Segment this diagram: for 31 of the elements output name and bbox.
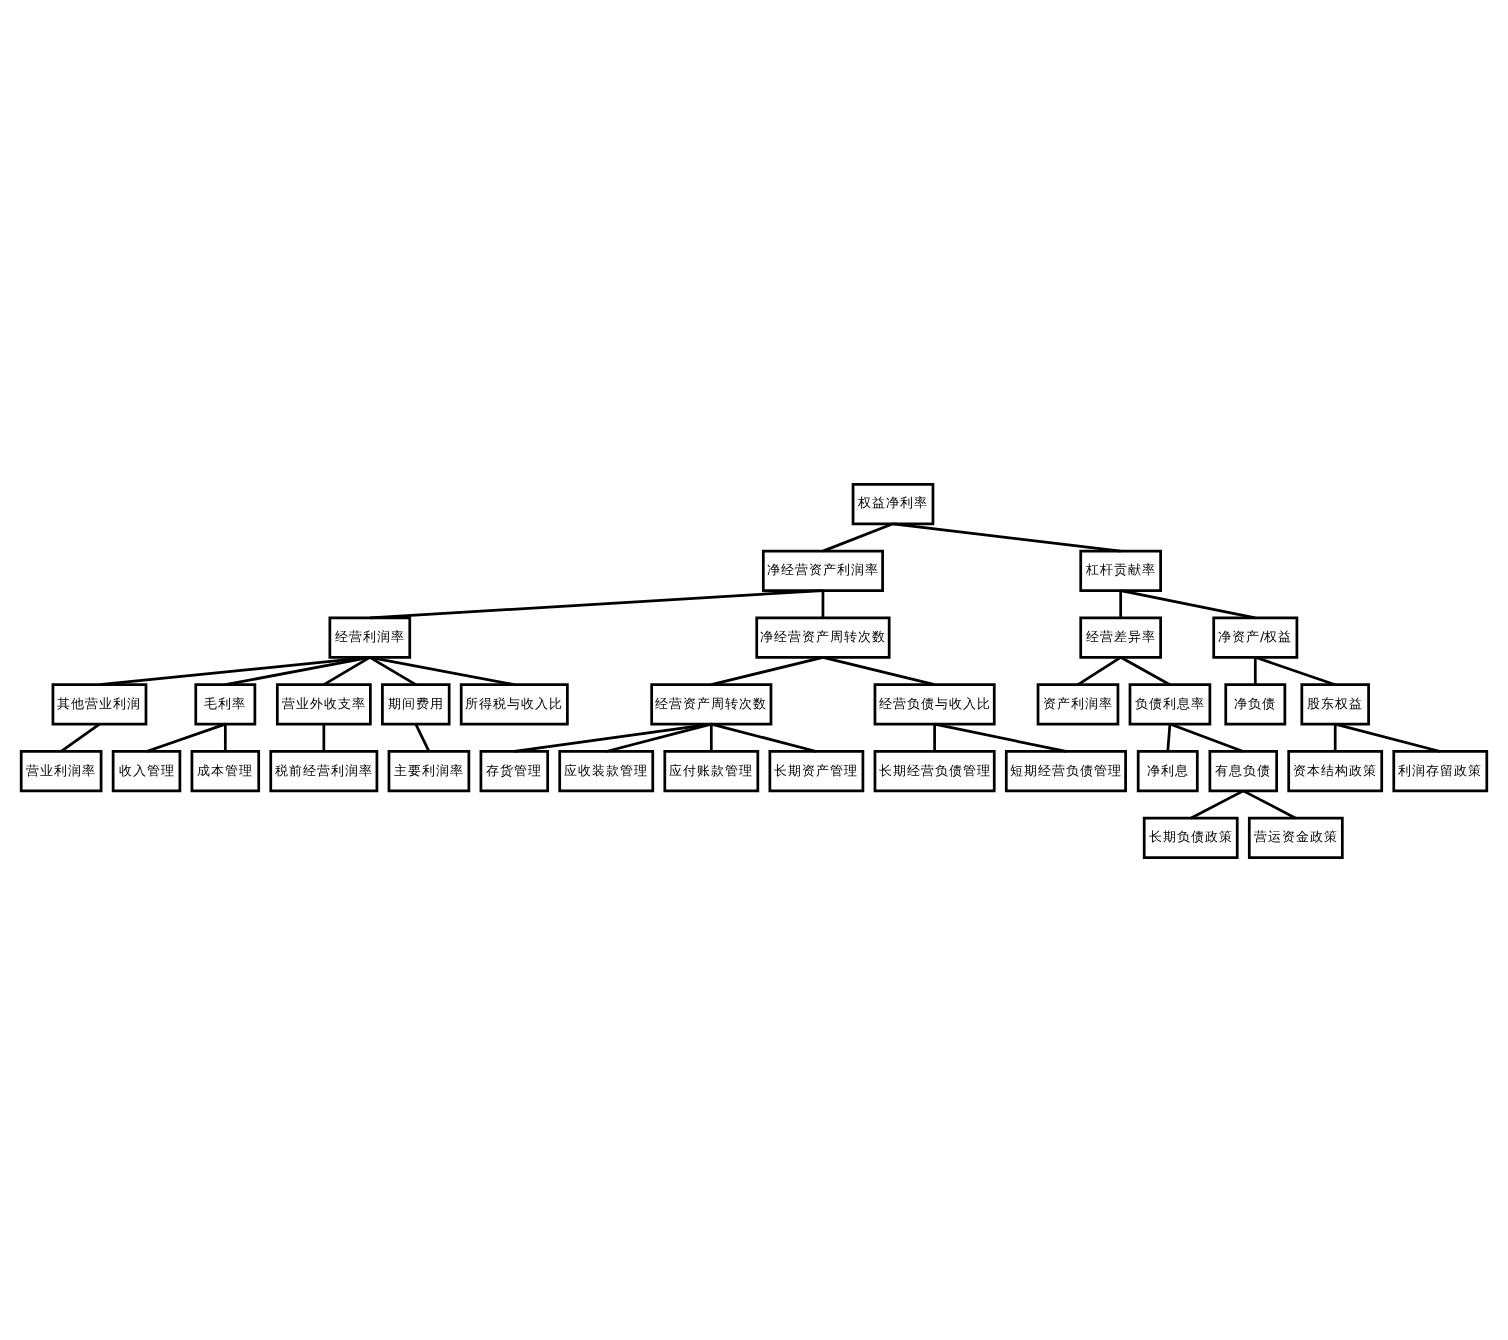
connector (369, 655, 417, 685)
connector (821, 589, 825, 617)
connector (1333, 723, 1337, 751)
connector (1254, 655, 1336, 685)
connector (323, 655, 371, 685)
connector (146, 721, 226, 752)
connector (1253, 656, 1257, 684)
connector (933, 723, 936, 751)
connector (1120, 588, 1256, 619)
connector (1334, 721, 1441, 752)
connector (1169, 721, 1244, 752)
connector (99, 654, 370, 686)
connector (369, 588, 824, 619)
connector (822, 655, 935, 685)
connector (822, 521, 894, 552)
connector (605, 721, 712, 752)
connector (711, 655, 824, 685)
connector (223, 723, 227, 751)
connector (1166, 722, 1172, 751)
connector (1077, 655, 1122, 685)
connector (322, 723, 326, 751)
connector (225, 654, 371, 686)
connector (514, 721, 712, 752)
connector (709, 723, 713, 751)
connector (710, 721, 817, 752)
connector (414, 722, 431, 752)
connector (369, 654, 515, 686)
connector (892, 521, 1121, 552)
connector (60, 721, 101, 752)
connector (1120, 655, 1171, 685)
connector (1119, 589, 1123, 617)
